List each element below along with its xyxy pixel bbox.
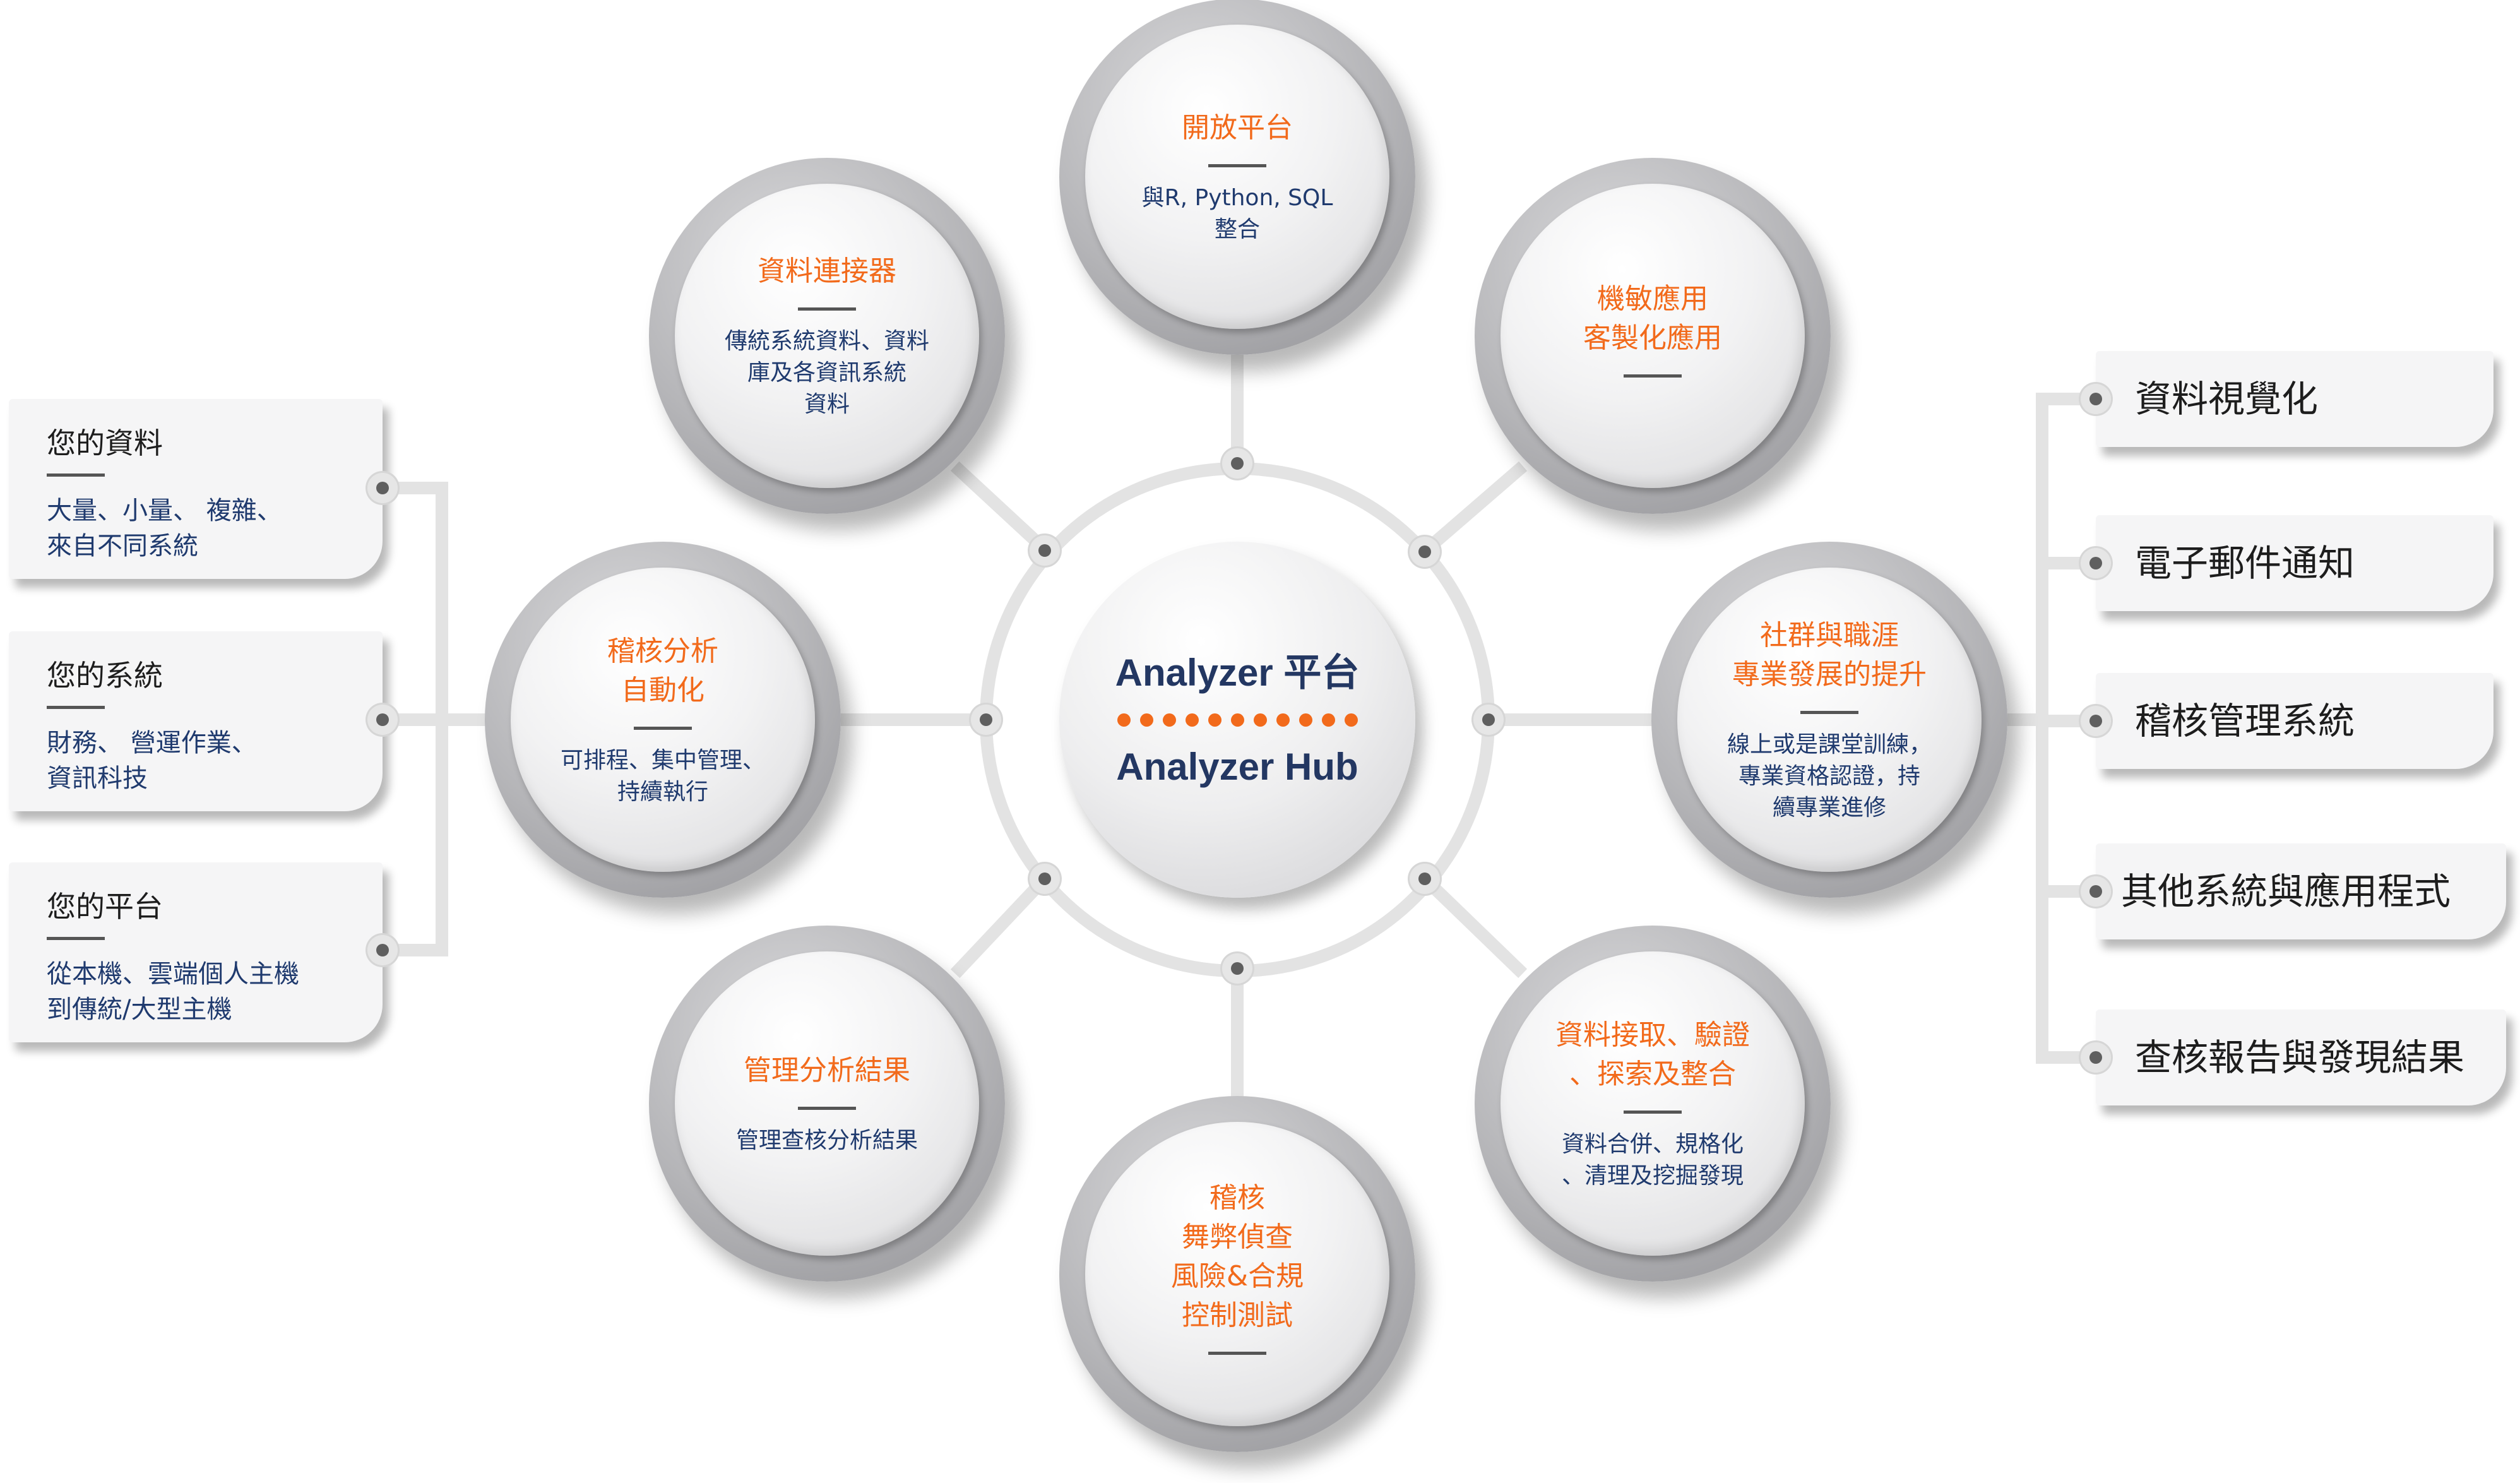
divider <box>47 937 105 940</box>
card-desc: 大量、小量、 複雜、 來自不同系統 <box>47 496 282 561</box>
card-title: 電子郵件通知 <box>2135 542 2355 585</box>
node-data-connector: 資料連接器 傳統系統資料、資料 庫及各資訊系統 資料 <box>649 158 1005 514</box>
card-title: 稽核管理系統 <box>2135 700 2355 742</box>
ring-joint-bottom <box>1222 953 1252 984</box>
ring-joint-bottom-right <box>1410 864 1440 894</box>
ring-joint-bottom-left <box>1030 864 1060 894</box>
right-joint-3 <box>2081 706 2111 736</box>
node-audit-automation: 稽核分析 自動化 可排程、集中管理、 持續執行 <box>485 542 841 898</box>
divider <box>1208 1351 1266 1355</box>
node-desc: 線上或是課堂訓練， 專業資格認證，持 續專業進修 <box>1727 731 1932 821</box>
node-desc: 資料合併、規格化 、清理及挖掘發現 <box>1561 1131 1744 1189</box>
right-joint-2 <box>2081 548 2111 578</box>
ring-joint-top-right <box>1410 537 1440 567</box>
node-title: 稽核 舞弊偵查 風險&合規 控制測試 <box>1170 1181 1304 1331</box>
divider <box>1208 164 1266 167</box>
node-manage-results: 管理分析結果 管理查核分析結果 <box>649 926 1005 1282</box>
card-title: 查核報告與發現結果 <box>2135 1036 2465 1079</box>
card-title: 其他系統與應用程式 <box>2121 870 2451 913</box>
hub-title-en: Analyzer Hub <box>1116 745 1358 788</box>
card-title: 您的系統 <box>47 658 163 693</box>
right-card-visualization: 資料視覺化 <box>2096 351 2493 447</box>
ring-joint-right <box>1473 705 1504 735</box>
ring-joint-top <box>1222 448 1252 479</box>
left-card-data: 您的資料 大量、小量、 複雜、 來自不同系統 <box>9 399 383 579</box>
divider <box>798 307 856 311</box>
ring-joint-left <box>971 705 1001 735</box>
left-card-platform: 您的平台 從本機、雲端個人主機 到傳統/大型主機 <box>9 862 383 1042</box>
hub-title-zh: Analyzer 平台 <box>1115 651 1360 694</box>
node-fraud-risk: 稽核 舞弊偵查 風險&合規 控制測試 <box>1059 1096 1415 1452</box>
node-title: 社群與職涯 專業發展的提升 <box>1732 619 1927 691</box>
right-joint-1 <box>2081 384 2111 414</box>
divider <box>1624 1110 1682 1114</box>
node-open-platform: 開放平台 與R, Python, SQL 整合 <box>1059 0 1415 355</box>
left-card-systems: 您的系統 財務、 營運作業、 資訊科技 <box>9 631 383 811</box>
node-data-access: 資料接取、驗證 、探索及整合 資料合併、規格化 、清理及挖掘發現 <box>1475 926 1831 1282</box>
node-title: 機敏應用 客製化應用 <box>1583 282 1722 354</box>
divider <box>634 726 692 730</box>
ring-joint-top-left <box>1030 535 1060 566</box>
node-desc: 可排程、集中管理、 持續執行 <box>560 747 765 805</box>
right-card-email: 電子郵件通知 <box>2096 515 2493 611</box>
card-desc: 從本機、雲端個人主機 到傳統/大型主機 <box>47 960 299 1024</box>
node-title: 管理分析結果 <box>744 1054 910 1087</box>
left-joint-2 <box>367 705 398 735</box>
hub-divider-dots <box>1117 713 1358 727</box>
node-custom-apps: 機敏應用 客製化應用 <box>1475 158 1831 514</box>
divider <box>1624 374 1682 378</box>
right-card-reports: 查核報告與發現結果 <box>2096 1010 2506 1105</box>
card-title: 您的平台 <box>47 890 163 924</box>
node-title: 稽核分析 自動化 <box>607 634 718 706</box>
card-title: 資料視覺化 <box>2135 378 2319 420</box>
right-card-audit-mgmt: 稽核管理系統 <box>2096 673 2493 769</box>
divider <box>1800 710 1858 714</box>
node-title: 開放平台 <box>1182 111 1293 144</box>
left-joint-3 <box>367 935 398 965</box>
card-title: 您的資料 <box>47 426 163 460</box>
right-joint-4 <box>2081 876 2111 907</box>
node-community-career: 社群與職涯 專業發展的提升 線上或是課堂訓練， 專業資格認證，持 續專業進修 <box>1651 542 2007 898</box>
node-desc: 與R, Python, SQL 整合 <box>1141 184 1333 242</box>
divider <box>47 706 105 709</box>
node-desc: 管理查核分析結果 <box>735 1127 918 1153</box>
divider <box>798 1106 856 1110</box>
node-title: 資料連接器 <box>758 254 896 287</box>
center-hub: Analyzer 平台 Analyzer Hub <box>1059 542 1415 898</box>
node-desc: 傳統系統資料、資料 庫及各資訊系統 資料 <box>724 328 929 417</box>
node-title: 資料接取、驗證 、探索及整合 <box>1555 1018 1750 1090</box>
left-joint-1 <box>367 473 398 503</box>
divider <box>47 473 105 477</box>
right-card-other-systems: 其他系統與應用程式 <box>2096 843 2506 939</box>
right-joint-5 <box>2081 1042 2111 1073</box>
card-desc: 財務、 營運作業、 資訊科技 <box>47 729 257 793</box>
